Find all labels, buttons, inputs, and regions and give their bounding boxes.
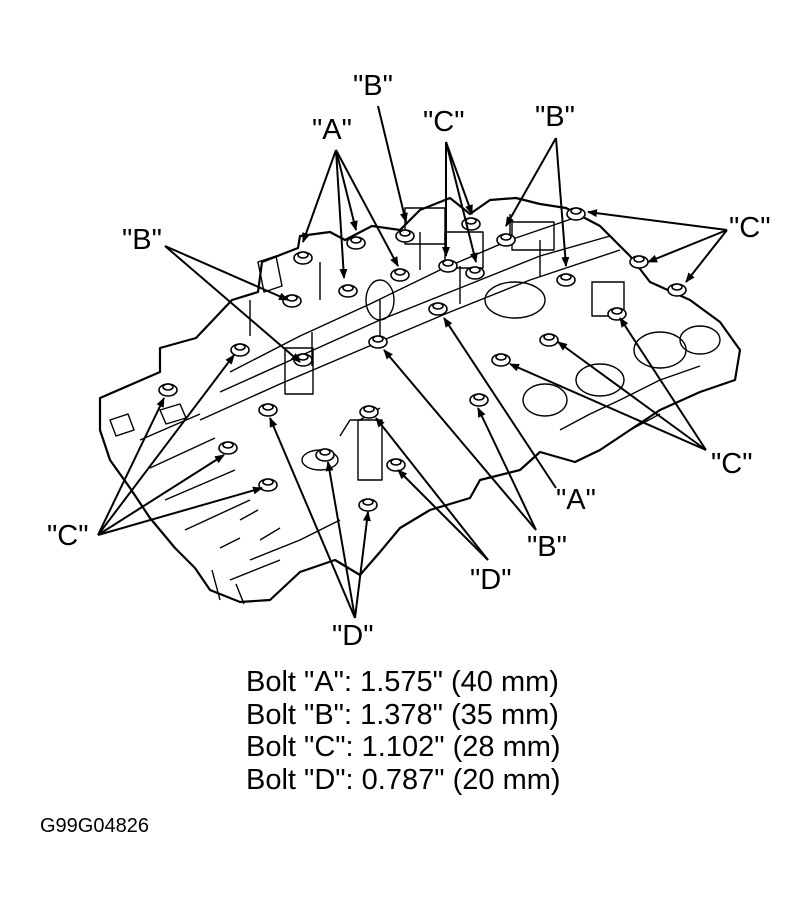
bolt xyxy=(629,255,649,269)
bolt xyxy=(158,383,178,397)
bolt xyxy=(282,294,302,308)
bolt xyxy=(465,266,485,280)
bolt xyxy=(667,283,687,297)
spec-bolt-b: Bolt "B": 1.378" (35 mm) xyxy=(246,699,559,731)
bolt xyxy=(368,335,388,349)
bolt xyxy=(338,284,358,298)
spec-bolt-a: Bolt "A": 1.575" (40 mm) xyxy=(246,666,559,698)
callout-b-top-right: "B" xyxy=(535,101,575,133)
bolt xyxy=(358,498,378,512)
bolt xyxy=(438,259,458,273)
valve-body-outline xyxy=(98,196,742,604)
spec-bolt-d: Bolt "D": 0.787" (20 mm) xyxy=(246,764,561,796)
figure-id: G99G04826 xyxy=(40,815,149,837)
bolt xyxy=(428,302,448,316)
bolt xyxy=(556,273,576,287)
callout-d-bottom: "D" xyxy=(332,620,374,652)
callout-b-top-left: "B" xyxy=(122,224,162,256)
callout-c-top: "C" xyxy=(423,106,465,138)
callout-c-right: "C" xyxy=(711,448,753,480)
bolt xyxy=(566,207,586,221)
callout-a-top: "A" xyxy=(312,114,352,146)
callout-b-top: "B" xyxy=(353,70,393,102)
bolt xyxy=(258,403,278,417)
bolt xyxy=(293,251,313,265)
bolt xyxy=(395,229,415,243)
callout-c-right-top: "C" xyxy=(729,212,771,244)
bolt xyxy=(469,393,489,407)
bolt xyxy=(359,405,379,419)
bolt xyxy=(230,343,250,357)
bolt xyxy=(607,307,627,321)
bolt xyxy=(258,478,278,492)
spec-bolt-c: Bolt "C": 1.102" (28 mm) xyxy=(246,731,561,763)
bolt xyxy=(496,233,516,247)
bolt xyxy=(390,268,410,282)
bolt xyxy=(539,333,559,347)
leader-arrows xyxy=(97,105,728,619)
bolt xyxy=(386,458,406,472)
bolt xyxy=(346,236,366,250)
bolt xyxy=(218,441,238,455)
callout-a-right: "A" xyxy=(556,484,596,516)
callout-b-bottom-right: "B" xyxy=(527,531,567,563)
callout-d-right: "D" xyxy=(470,564,512,596)
callout-c-left: "C" xyxy=(47,520,89,552)
bolt xyxy=(491,353,511,367)
bolt xyxy=(315,448,335,462)
